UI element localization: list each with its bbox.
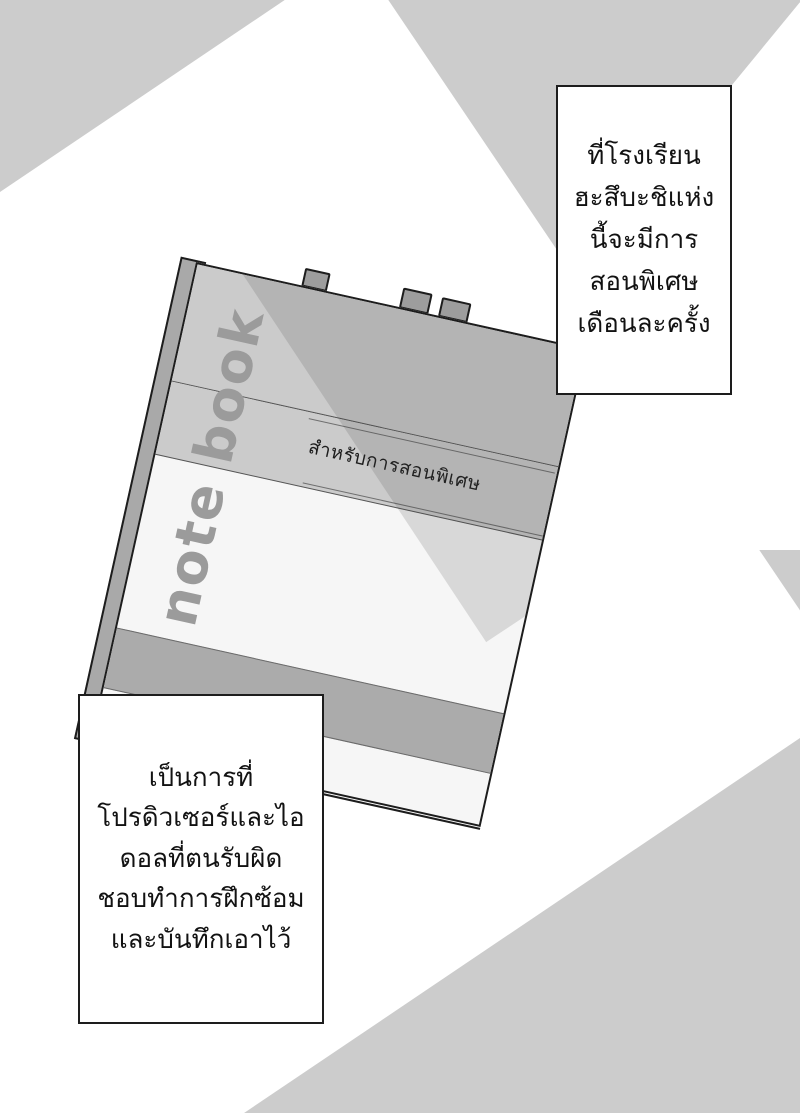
caption-line: และบันทึกเอาไว้ <box>110 924 292 955</box>
caption-line: ที่โรงเรียน <box>587 140 701 171</box>
caption-box-bottom: เป็นการที่ โปรดิวเซอร์และไอ ดอลที่ตนรับผ… <box>78 694 324 1024</box>
caption-line: นี้จะมีการ <box>589 224 699 255</box>
caption-line: ฮะสึบะชิแห่ง <box>573 182 715 213</box>
caption-line: ดอลที่ตนรับผิด <box>119 843 283 874</box>
caption-line: เดือนละครั้ง <box>577 309 711 340</box>
caption-line: ชอบทำการฝึกซ้อม <box>97 884 305 915</box>
caption-line: สอนพิเศษ <box>589 267 699 298</box>
caption-line: โปรดิวเซอร์และไอ <box>97 803 305 834</box>
caption-box-top: ที่โรงเรียน ฮะสึบะชิแห่ง นี้จะมีการ สอนพ… <box>556 85 732 395</box>
caption-line: เป็นการที่ <box>148 762 254 793</box>
